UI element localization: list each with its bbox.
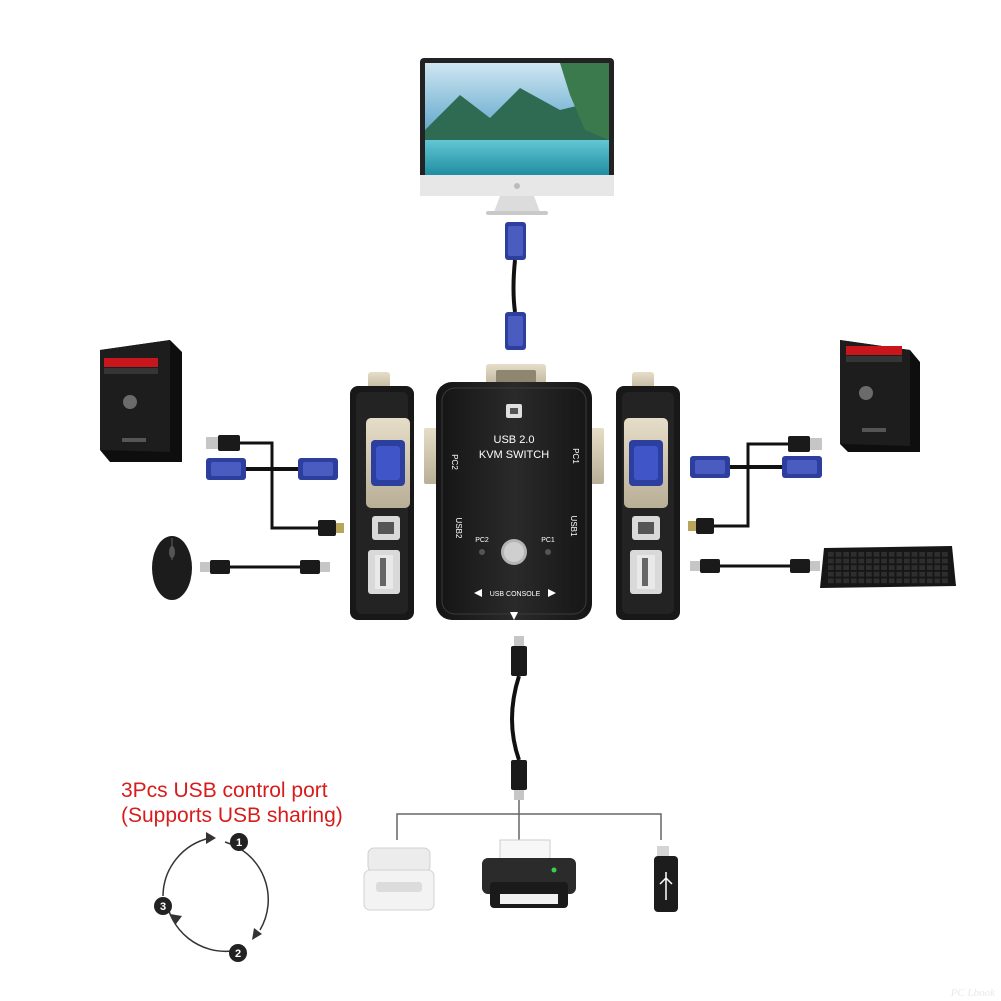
usb-flash-drive-icon	[654, 846, 678, 912]
mouse-usb-cable	[200, 560, 330, 574]
mouse-icon	[152, 536, 192, 600]
switch-model-line2: KVM SWITCH	[479, 449, 549, 461]
cycle-diagram	[154, 832, 270, 962]
switch-led-label-pc2: PC2	[475, 537, 489, 544]
switch-side-panel-pc2	[350, 372, 414, 620]
keyboard-icon	[820, 546, 956, 588]
usb-console-cable	[510, 636, 527, 800]
switch-led-label-pc1: PC1	[541, 537, 555, 544]
switch-side-panel-pc1	[616, 372, 680, 620]
monitor-icon	[420, 58, 614, 215]
switch-label-pc1: PC1	[571, 448, 580, 464]
keyboard-usb-cable	[690, 559, 820, 573]
kvm-switch-body	[424, 364, 604, 620]
cycle-step-1: 1	[236, 837, 242, 849]
usb-share-bracket	[396, 800, 662, 840]
cycle-step-3: 3	[160, 901, 166, 913]
scanner-icon	[363, 847, 435, 911]
switch-label-pc2: PC2	[450, 454, 459, 470]
switch-label-usb2: USB2	[454, 518, 463, 539]
switch-label-usb1: USB1	[569, 516, 578, 537]
switch-console-label: USB CONSOLE	[490, 591, 541, 598]
pc2-tower-icon	[100, 340, 182, 462]
pc1-tower-icon	[840, 340, 920, 452]
cable-set-pc2	[206, 435, 344, 536]
cycle-step-2: 2	[235, 948, 241, 960]
caption-line-2: (Supports USB sharing)	[121, 804, 343, 827]
vga-cable-monitor	[505, 222, 526, 350]
usb-sharing-caption: 3Pcs USB control port (Supports USB shar…	[121, 778, 343, 828]
switch-model-line1: USB 2.0	[494, 434, 535, 446]
caption-line-1: 3Pcs USB control port	[121, 779, 328, 802]
watermark: PC Lbook	[950, 987, 995, 999]
printer-icon	[482, 839, 576, 908]
cable-set-pc1	[688, 436, 822, 534]
